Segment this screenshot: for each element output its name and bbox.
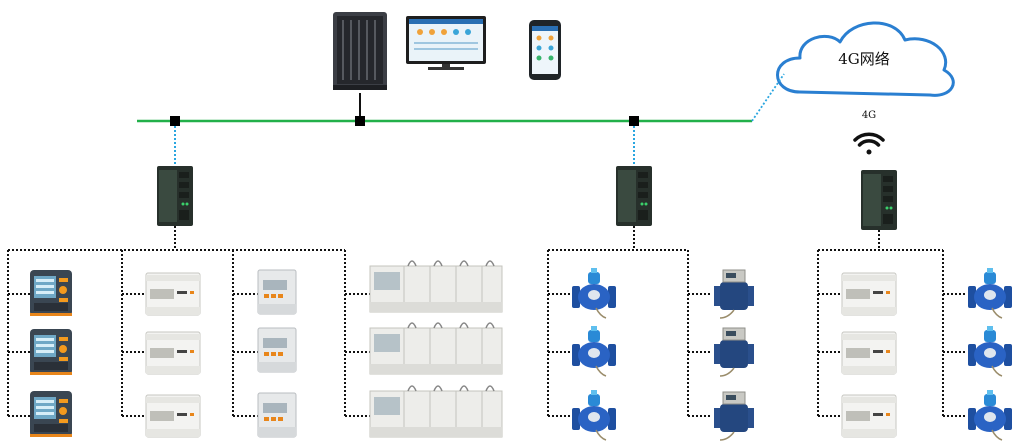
din-rail-meter-3p	[145, 272, 201, 316]
din-rail-meter-3p	[841, 272, 897, 316]
din-rail-meter-1p	[257, 327, 297, 373]
gateway-right	[861, 170, 897, 230]
din-rail-meter-3p	[841, 331, 897, 375]
phone-icon	[529, 20, 561, 80]
wireless-4g: 4G	[853, 110, 885, 155]
multifunction-meter	[30, 391, 72, 437]
ultrasonic-water-meter	[713, 391, 755, 441]
server-icon	[333, 12, 387, 90]
water-meter	[571, 267, 617, 319]
din-rail-meter-3p	[145, 394, 201, 438]
din-rail-meter-3p	[841, 394, 897, 438]
water-meter	[967, 389, 1013, 441]
cloud-label: 4G网络	[838, 50, 890, 68]
din-rail-meter-3p	[145, 331, 201, 375]
backbone-line	[137, 73, 785, 126]
din-rail-meter-1p	[257, 392, 297, 438]
water-meter	[571, 325, 617, 377]
multi-circuit-meter	[369, 322, 503, 375]
multifunction-meter	[30, 329, 72, 375]
water-meter	[967, 267, 1013, 319]
monitor-icon	[406, 16, 486, 70]
water-meter	[967, 325, 1013, 377]
din-rail-meter-1p	[257, 269, 297, 315]
multifunction-meter	[30, 270, 72, 316]
gateway-middle	[616, 166, 652, 226]
ultrasonic-water-meter	[713, 327, 755, 377]
water-meter	[571, 389, 617, 441]
multi-circuit-meter	[369, 385, 503, 438]
wifi-signal-icon	[853, 132, 885, 155]
cloud-4g-network: 4G网络	[776, 21, 955, 97]
uplinks	[174, 126, 635, 166]
ultrasonic-water-meter	[713, 269, 755, 319]
multi-circuit-meter	[369, 260, 503, 313]
gateway-left	[157, 166, 193, 226]
rs485-bus	[7, 226, 966, 417]
wireless-label: 4G	[862, 110, 876, 121]
